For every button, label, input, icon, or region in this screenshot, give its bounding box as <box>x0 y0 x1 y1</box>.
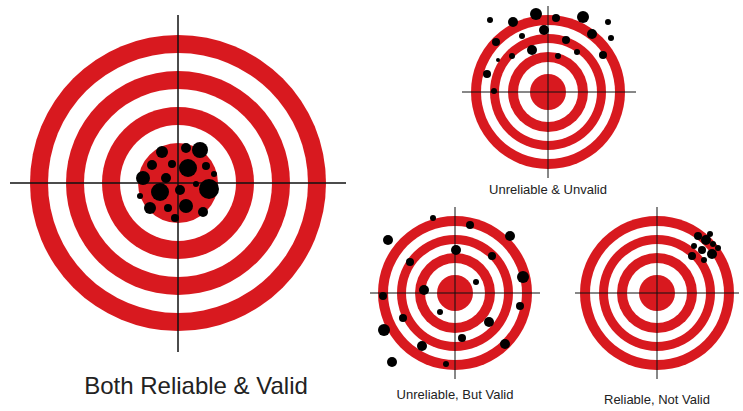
target-caption: Both Reliable & Valid <box>84 372 308 400</box>
top-target <box>462 6 636 178</box>
big-target <box>10 15 346 352</box>
target-caption: Reliable, Not Valid <box>604 393 710 408</box>
cluster-target <box>575 207 739 379</box>
scatter-target <box>370 207 540 379</box>
target-caption: Unreliable, But Valid <box>397 388 514 403</box>
target-caption: Unreliable & Unvalid <box>489 183 607 198</box>
